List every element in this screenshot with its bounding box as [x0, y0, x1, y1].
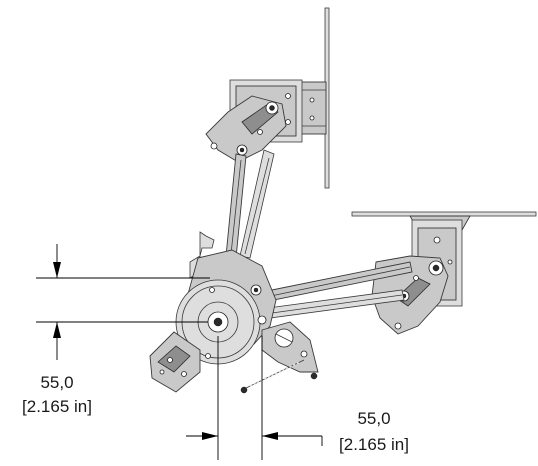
coil-spring — [245, 359, 305, 389]
spring-mechanism — [240, 321, 319, 394]
horizontal-dimension-imperial: [2.165 in] — [339, 435, 409, 454]
vertical-dimension-imperial: [2.165 in] — [22, 397, 92, 416]
right-link-bars — [261, 261, 413, 319]
horizontal-dimension-value: 55,0 — [357, 409, 390, 428]
vertical-dimension-value: 55,0 — [40, 373, 73, 392]
upper-hinge-arm — [205, 95, 287, 163]
horizontal-dimension: 55,0 [2.165 in] — [186, 336, 409, 460]
upper-link-bars — [225, 149, 275, 259]
lower-left-bracket — [149, 331, 201, 393]
vertical-dimension: 55,0 [2.165 in] — [22, 244, 210, 416]
